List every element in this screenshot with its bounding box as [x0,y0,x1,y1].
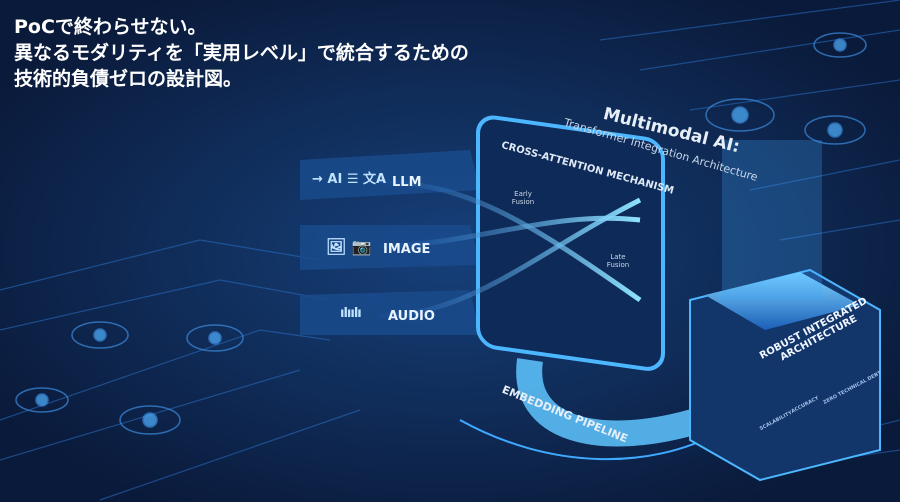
early-fusion-label: Early Fusion [511,190,535,206]
image-camera-icon: 🖼 📷 [326,237,372,256]
ai-translate-icon: → AI ☰ 文A [312,172,387,187]
headline: PoCで終わらせない。 異なるモダリティを「実用レベル」で統合するための 技術的… [14,14,469,92]
headline-line-3: 技術的負債ゼロの設計図。 [14,68,243,90]
headline-line-1: PoCで終わらせない。 [14,16,207,38]
headline-line-2: 異なるモダリティを「実用レベル」で統合するための [14,42,469,64]
late-fusion-label: Late Fusion [606,253,630,269]
input-audio-label: AUDIO [388,309,435,324]
audio-wave-icon: ılıılı [340,306,362,321]
input-llm-label: LLM [392,175,422,190]
input-image-label: IMAGE [383,242,431,257]
